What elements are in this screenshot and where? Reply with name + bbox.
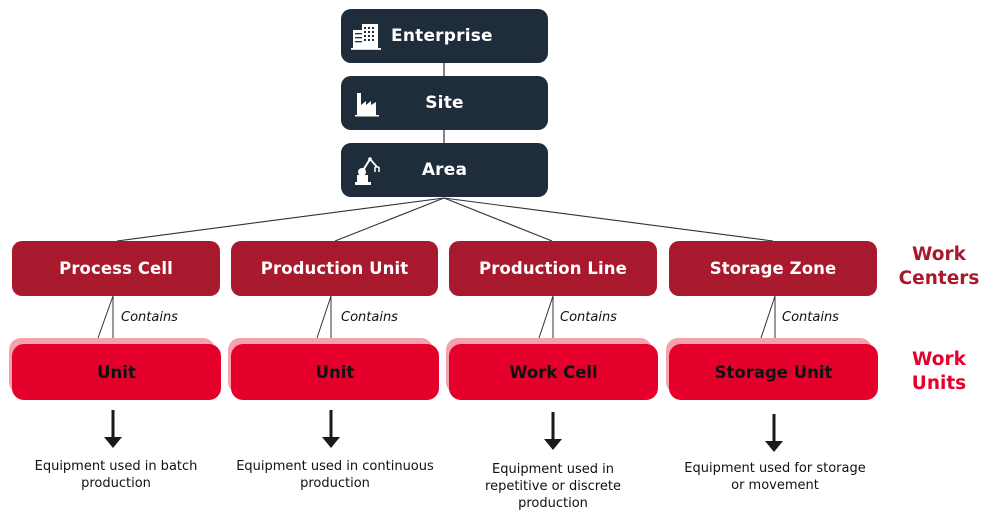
enterprise-box: Enterprise: [341, 9, 548, 63]
work-center-production-unit: Production Unit: [231, 241, 438, 296]
contains-connector-3: [538, 295, 554, 344]
work-center-production-line: Production Line: [449, 241, 657, 296]
description-2: Equipment used in continuous production: [236, 459, 434, 491]
work-unit-label: Unit: [12, 344, 221, 400]
work-units-label: Work Units: [911, 349, 967, 394]
down-arrow-icon: [322, 410, 340, 448]
connector-area-production-line: [443, 197, 553, 242]
factory-icon: [355, 93, 379, 117]
contains-connector-4: [760, 295, 776, 344]
work-center-storage-zone: Storage Zone: [669, 241, 877, 296]
description-1: Equipment used in batch production: [34, 459, 198, 491]
description-4: Equipment used for storage or movement: [684, 461, 866, 493]
site-box: Site: [341, 76, 548, 130]
enterprise-label: Enterprise: [391, 26, 493, 46]
contains-connector-2: [316, 295, 332, 344]
building-icon: [351, 24, 381, 50]
contains-label-2: Contains: [341, 310, 398, 325]
contains-connector-1: [97, 295, 114, 344]
area-label: Area: [421, 160, 468, 180]
robot-arm-icon: [355, 157, 380, 185]
work-center-process-cell: Process Cell: [12, 241, 220, 296]
connector-area-process-cell: [116, 197, 445, 242]
down-arrow-icon: [765, 414, 783, 452]
site-label: Site: [425, 93, 464, 113]
work-unit-2: Unit: [228, 338, 439, 400]
connector-area-production-unit: [334, 197, 445, 242]
down-arrow-icon: [104, 410, 122, 448]
work-unit-label: Work Cell: [449, 344, 658, 400]
work-centers-label: Work Centers: [898, 244, 980, 289]
work-unit-label: Storage Unit: [669, 344, 878, 400]
area-box: Area: [341, 143, 548, 197]
contains-label-3: Contains: [560, 310, 617, 325]
contains-label-1: Contains: [121, 310, 178, 325]
description-3: Equipment used in repetitive or discrete…: [485, 462, 621, 511]
down-arrow-icon: [544, 412, 562, 450]
work-unit-3: Work Cell: [446, 338, 658, 400]
contains-label-4: Contains: [782, 310, 839, 325]
work-unit-1: Unit: [9, 338, 221, 400]
work-unit-label: Unit: [231, 344, 439, 400]
work-unit-4: Storage Unit: [666, 338, 878, 400]
connector-area-storage-zone: [443, 197, 774, 242]
